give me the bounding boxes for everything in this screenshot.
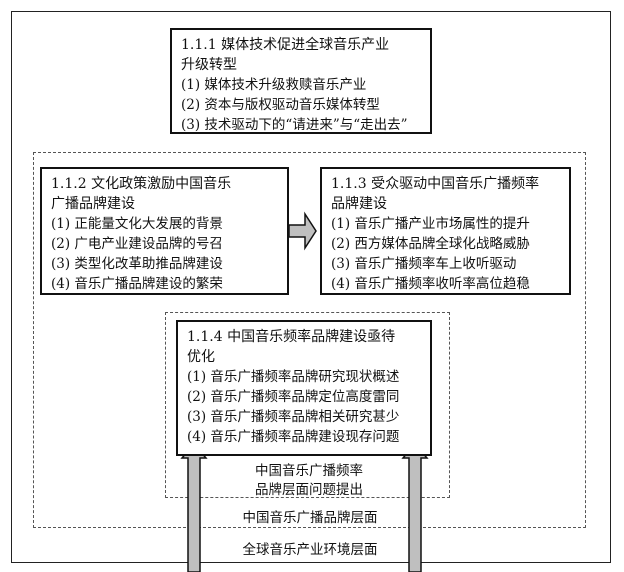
box-item: (2) 西方媒体品牌全球化战略威胁: [331, 236, 530, 252]
box-item: (1) 音乐广播频率品牌研究现状概述: [187, 369, 400, 385]
box-title: 1.1.2 文化政策激励中国音乐: [51, 176, 232, 192]
brand-problem-region: [165, 312, 450, 498]
box-item: (2) 广电产业建设品牌的号召: [51, 236, 223, 252]
box-title: 1.1.4 中国音乐频率品牌建设亟待: [187, 329, 396, 345]
brand-problem-label-line1: 中国音乐广播频率: [255, 463, 363, 479]
box-item: (3) 音乐广播频率车上收听驱动: [331, 256, 517, 272]
box-item: (2) 资本与版权驱动音乐媒体转型: [181, 97, 380, 113]
brand-layer-region: [33, 152, 586, 528]
right-arrow: [288, 211, 317, 251]
box-title-cont: 品牌建设: [331, 196, 387, 212]
box-item: (1) 正能量文化大发展的背景: [51, 216, 223, 232]
box-item: (1) 音乐广播产业市场属性的提升: [331, 216, 530, 232]
box-item: (3) 音乐广播频率品牌相关研究甚少: [187, 409, 400, 425]
section-box-1-1-1: 1.1.1 媒体技术促进全球音乐产业 升级转型 (1) 媒体技术升级救赎音乐产业…: [170, 28, 432, 134]
box-title-cont: 优化: [187, 349, 215, 365]
box-item: (2) 音乐广播频率品牌定位高度雷同: [187, 389, 400, 405]
box-item: (1) 媒体技术升级救赎音乐产业: [181, 77, 367, 93]
box-title: 1.1.3 受众驱动中国音乐广播频率: [331, 176, 540, 192]
section-box-1-1-2: 1.1.2 文化政策激励中国音乐 广播品牌建设 (1) 正能量文化大发展的背景 …: [40, 167, 289, 295]
brand-layer-label: 中国音乐广播品牌层面: [242, 510, 378, 526]
section-box-1-1-3: 1.1.3 受众驱动中国音乐广播频率 品牌建设 (1) 音乐广播产业市场属性的提…: [320, 167, 571, 295]
env-layer-label: 全球音乐产业环境层面: [242, 542, 378, 558]
box-item: (3) 类型化改革助推品牌建设: [51, 256, 223, 272]
box-item: (3) 技术驱动下的“请进来”与“走出去”: [181, 117, 408, 133]
box-item: (4) 音乐广播频率收听率高位趋稳: [331, 276, 530, 292]
outer-frame: [11, 11, 611, 563]
brand-problem-label-line2: 品牌层面问题提出: [255, 482, 363, 498]
box-title-cont: 广播品牌建设: [51, 196, 135, 212]
box-item: (4) 音乐广播品牌建设的繁荣: [51, 276, 223, 292]
section-box-1-1-4: 1.1.4 中国音乐频率品牌建设亟待 优化 (1) 音乐广播频率品牌研究现状概述…: [176, 320, 432, 456]
box-title: 1.1.1 媒体技术促进全球音乐产业: [181, 37, 390, 53]
box-item: (4) 音乐广播频率品牌建设现存问题: [187, 429, 400, 445]
box-title-cont: 升级转型: [181, 57, 237, 73]
brand-problem-label: 中国音乐广播频率 品牌层面问题提出: [214, 462, 404, 500]
